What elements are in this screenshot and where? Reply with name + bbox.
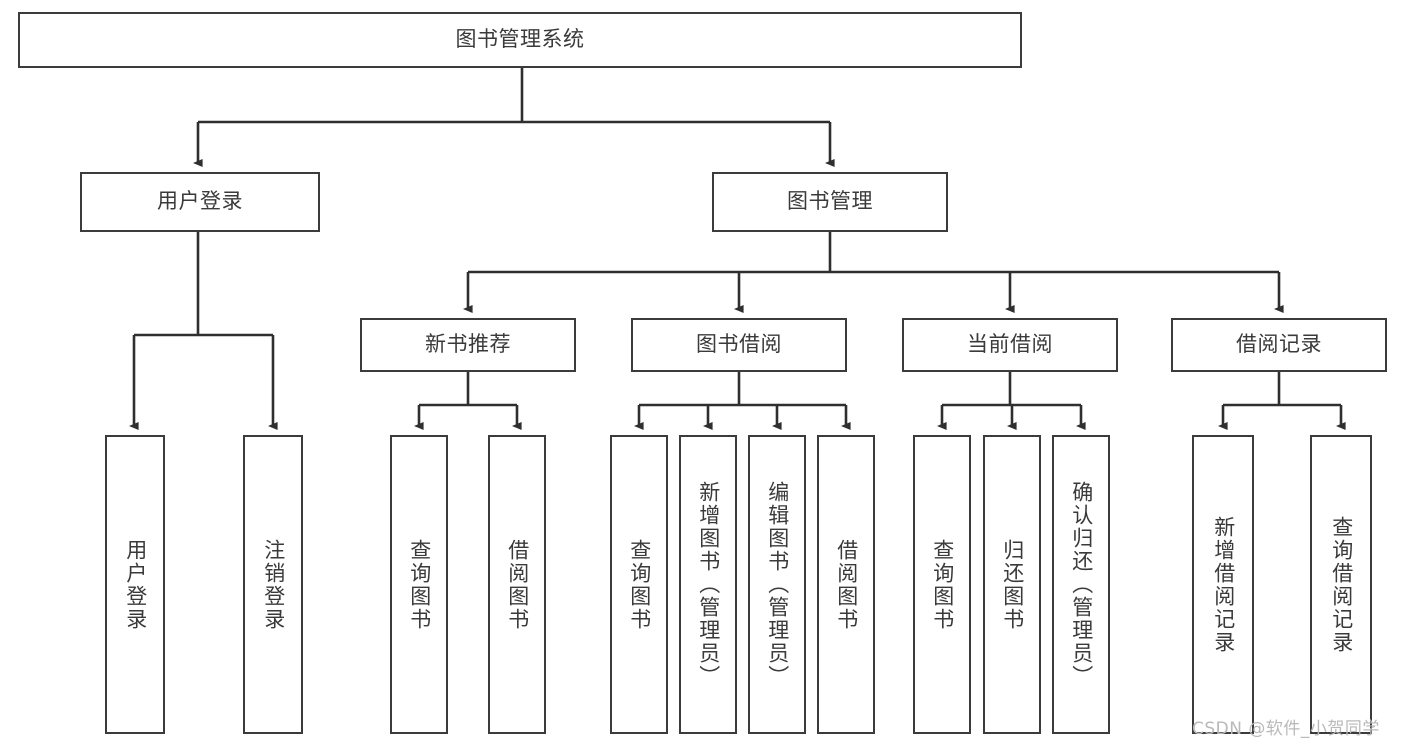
node-leaf-user-login-label: 用户登录	[123, 538, 148, 631]
node-user-login[interactable]: 用户登录	[80, 172, 320, 232]
node-leaf-query-borrow-record-label: 查询借阅记录	[1329, 515, 1354, 654]
node-borrow-record[interactable]: 借阅记录	[1171, 318, 1387, 372]
node-current-borrow[interactable]: 当前借阅	[902, 318, 1118, 372]
node-book-manage[interactable]: 图书管理	[712, 172, 948, 232]
node-leaf-confirm-return-admin[interactable]: 确认归还（管理员）	[1052, 435, 1110, 734]
node-borrow-record-label: 借阅记录	[1236, 332, 1322, 357]
node-leaf-query-book-rec-label: 查询图书	[407, 538, 432, 631]
node-leaf-edit-book-admin[interactable]: 编辑图书（管理员）	[748, 435, 806, 734]
node-new-book-recommend[interactable]: 新书推荐	[360, 318, 576, 372]
node-leaf-query-book-rec[interactable]: 查询图书	[390, 435, 448, 734]
node-leaf-add-borrow-record[interactable]: 新增借阅记录	[1192, 435, 1254, 734]
node-leaf-borrow-book-rec-label: 借阅图书	[505, 538, 530, 631]
node-current-borrow-label: 当前借阅	[967, 332, 1053, 357]
node-leaf-return-book[interactable]: 归还图书	[983, 435, 1041, 734]
node-leaf-query-book-borrow-label: 查询图书	[627, 538, 652, 631]
node-user-login-label: 用户登录	[157, 189, 243, 214]
watermark-text: CSDN @软件_小贺同学	[1192, 719, 1380, 739]
node-root-label: 图书管理系统	[455, 27, 585, 52]
node-leaf-add-borrow-record-label: 新增借阅记录	[1211, 515, 1236, 654]
node-leaf-borrow-book-label: 借阅图书	[834, 538, 859, 631]
node-leaf-query-book-current[interactable]: 查询图书	[913, 435, 971, 734]
node-leaf-confirm-return-admin-label: 确认归还（管理员）	[1069, 481, 1094, 688]
node-book-borrow-label: 图书借阅	[696, 332, 782, 357]
node-leaf-add-book-admin[interactable]: 新增图书（管理员）	[679, 435, 737, 734]
node-leaf-borrow-book-rec[interactable]: 借阅图书	[488, 435, 546, 734]
node-leaf-logout[interactable]: 注销登录	[243, 435, 303, 734]
node-leaf-return-book-label: 归还图书	[1000, 538, 1025, 631]
node-book-manage-label: 图书管理	[787, 189, 873, 214]
node-leaf-add-book-admin-label: 新增图书（管理员）	[696, 481, 721, 688]
node-leaf-query-book-current-label: 查询图书	[930, 538, 955, 631]
node-new-book-recommend-label: 新书推荐	[425, 332, 511, 357]
node-leaf-query-borrow-record[interactable]: 查询借阅记录	[1310, 435, 1372, 734]
node-leaf-borrow-book[interactable]: 借阅图书	[817, 435, 875, 734]
node-leaf-query-book-borrow[interactable]: 查询图书	[610, 435, 668, 734]
node-leaf-logout-label: 注销登录	[261, 538, 286, 631]
node-root[interactable]: 图书管理系统	[18, 12, 1022, 68]
node-leaf-edit-book-admin-label: 编辑图书（管理员）	[765, 481, 790, 688]
node-book-borrow[interactable]: 图书借阅	[631, 318, 847, 372]
node-leaf-user-login[interactable]: 用户登录	[105, 435, 165, 734]
